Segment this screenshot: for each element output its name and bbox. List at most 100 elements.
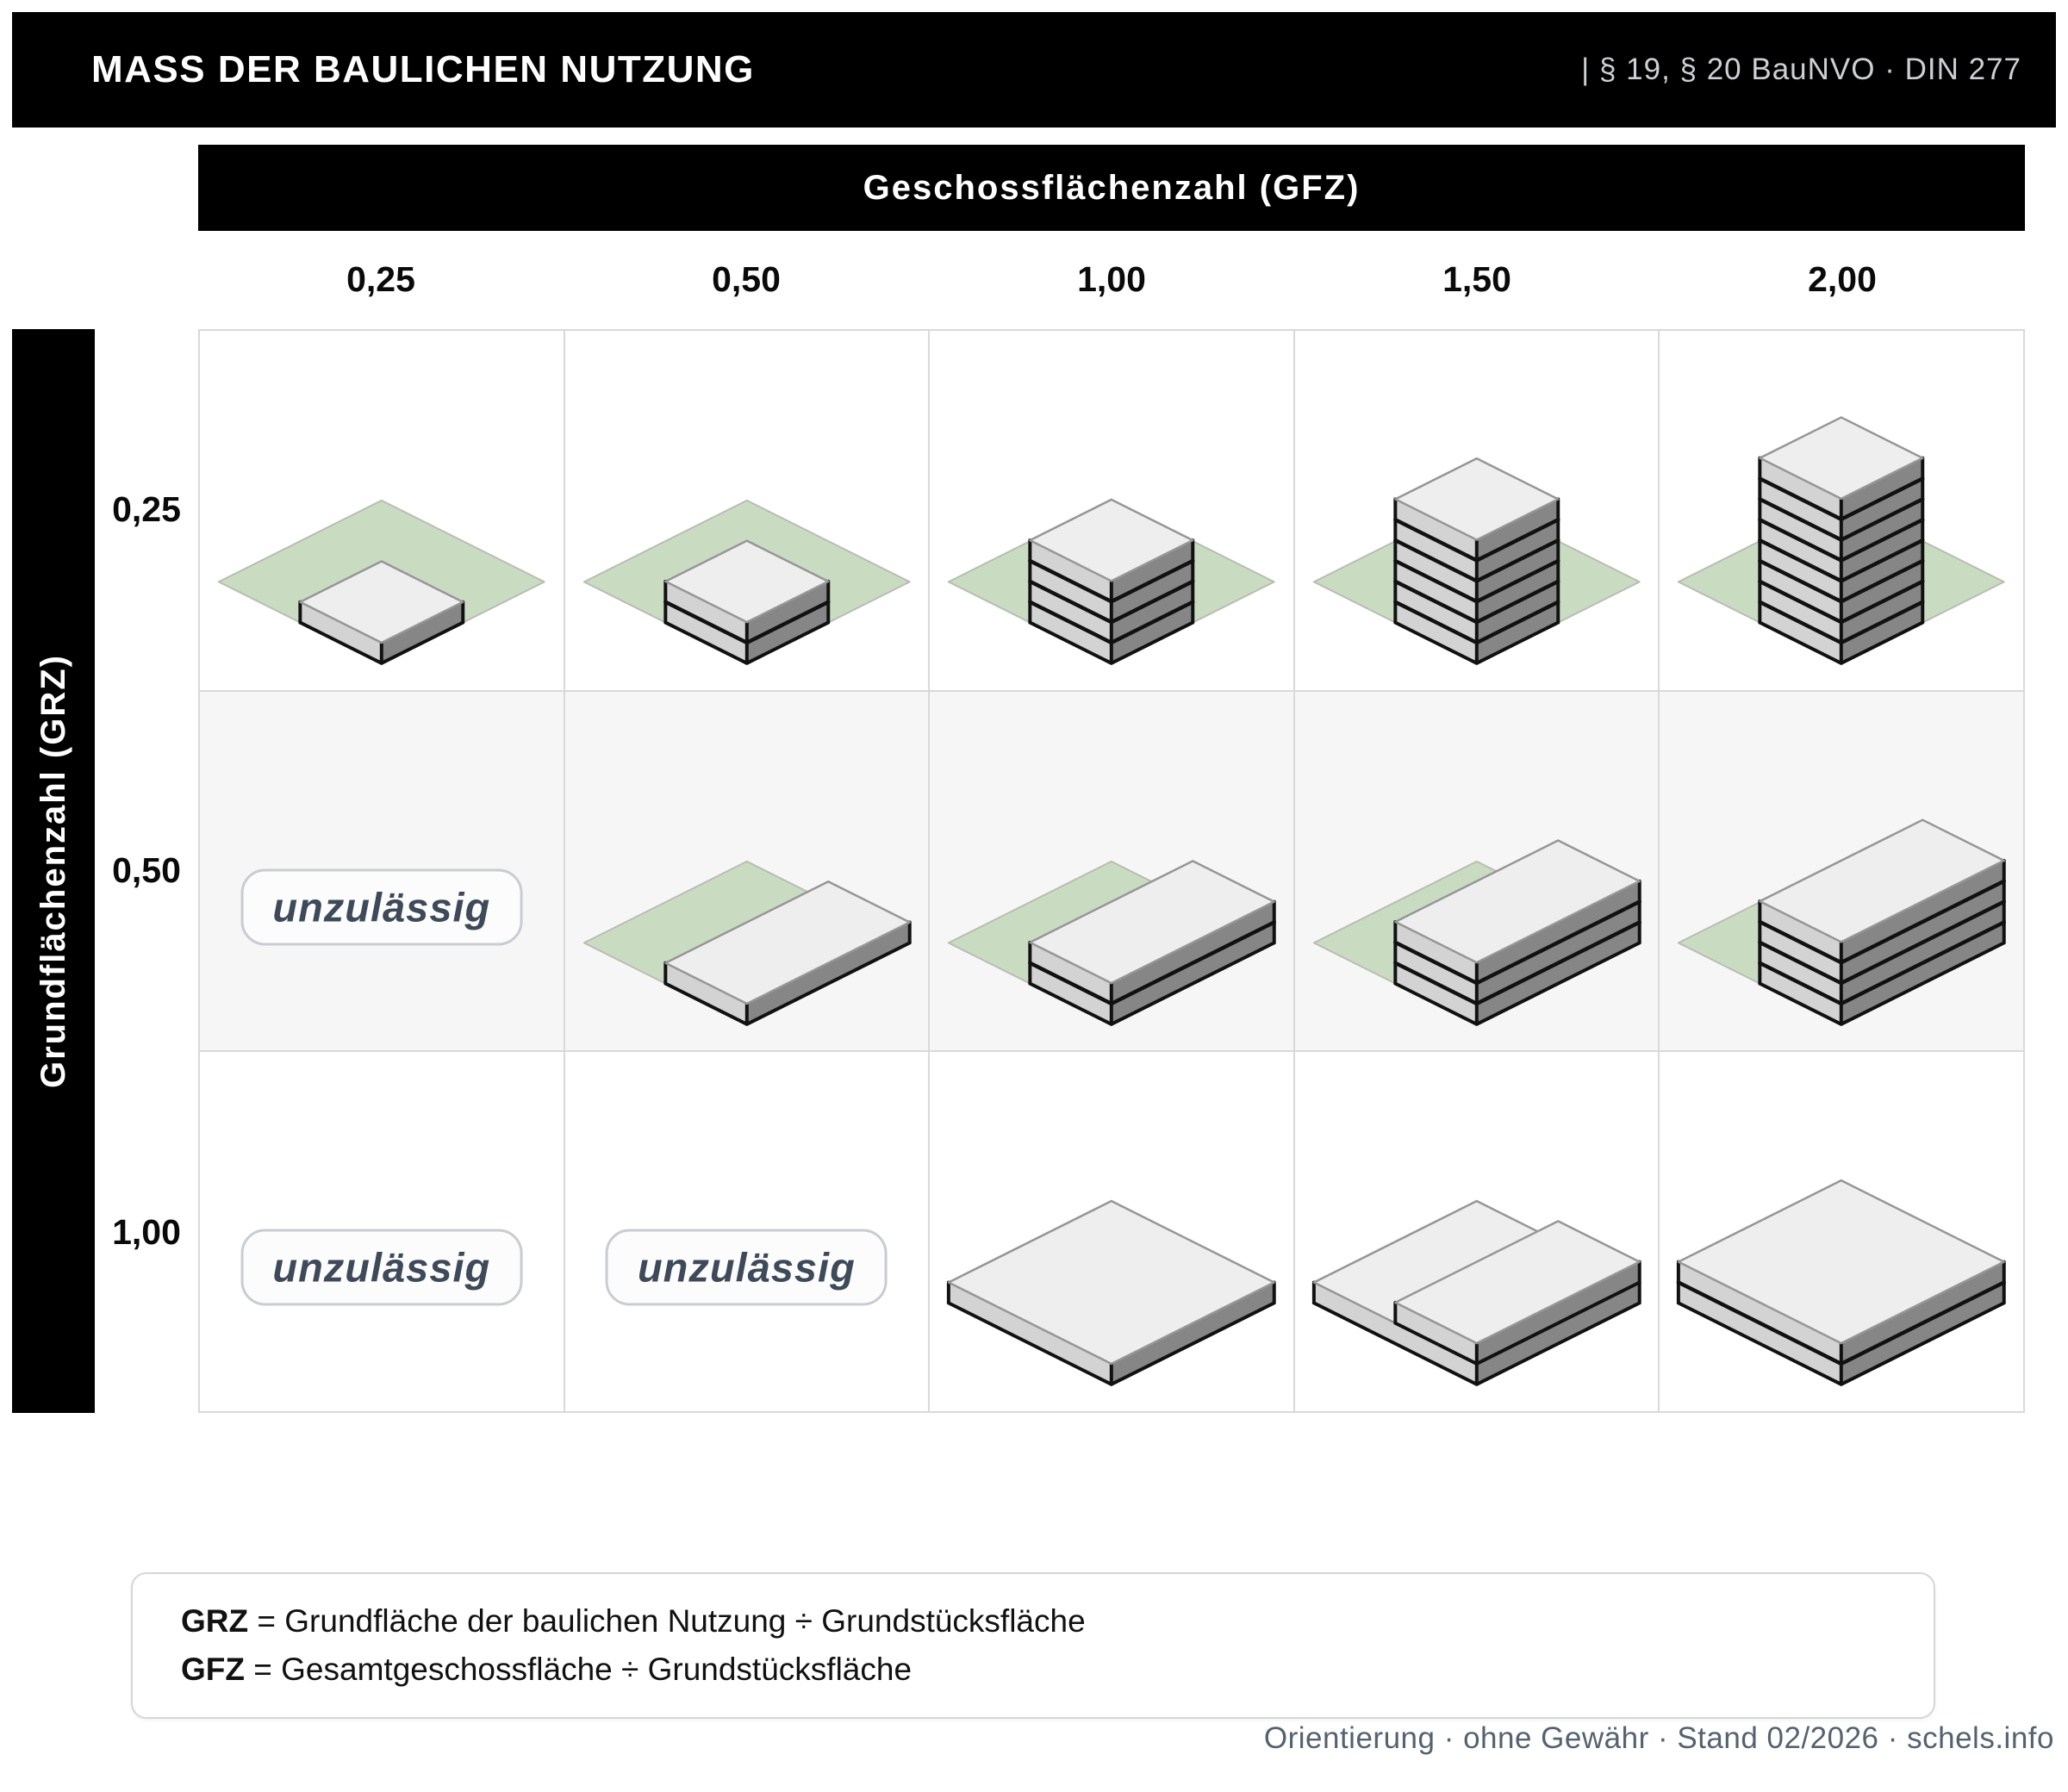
gfz-value-1: 0,50	[712, 258, 781, 299]
building-illustration	[1312, 457, 1641, 665]
cell-grz2-gfz2	[930, 1052, 1293, 1411]
building-illustration	[1678, 818, 2007, 1026]
gfz-value-2: 1,00	[1077, 258, 1146, 299]
legend-box: GRZ = Grundfläche der baulichen Nutzung …	[131, 1572, 1935, 1719]
building-outline	[1393, 879, 1641, 1026]
floor-divider	[1758, 600, 1925, 645]
floor-divider	[1758, 518, 1925, 563]
gfz-value-4: 2,00	[1808, 258, 1877, 299]
building-outline	[298, 600, 465, 665]
building-illustration	[1677, 1179, 2007, 1387]
floor-divider	[1758, 919, 2007, 1005]
building-roof	[1393, 457, 1560, 541]
gfz-value-0: 0,25	[346, 258, 415, 299]
building-outline	[947, 1280, 1276, 1387]
legal-reference: | § 19, § 20 BauNVO · DIN 277	[1581, 53, 2021, 86]
building-illustration	[1678, 416, 2006, 665]
building-outline	[1311, 1280, 1641, 1387]
building-roof	[1759, 416, 1924, 501]
building-illustration	[947, 1200, 1276, 1387]
cell-grz2-gfz0: unzulässig	[200, 1052, 564, 1411]
floor-divider	[1028, 919, 1277, 1005]
legend-line-0: GRZ = Grundfläche der baulichen Nutzung …	[181, 1603, 1934, 1640]
floor-divider	[1758, 579, 1925, 625]
forbidden-label: unzulässig	[272, 884, 491, 930]
floor-divider	[1677, 1280, 2007, 1366]
cell-grz1-gfz4	[1660, 691, 2023, 1051]
building-roof	[299, 560, 464, 644]
cell-grz0-gfz4	[1660, 331, 2023, 690]
building-right-face	[381, 601, 464, 663]
floor-divider	[1758, 497, 1925, 542]
floor-divider	[1392, 558, 1560, 604]
building-illustration	[582, 860, 912, 1026]
building-left-face	[1395, 1303, 1477, 1365]
forbidden-label: unzulässig	[637, 1244, 856, 1291]
forbidden-badge: unzulässig	[240, 868, 523, 946]
grz-axis-label: Grundflächenzahl (GRZ)	[34, 654, 72, 1088]
floor-divider	[1392, 579, 1560, 625]
cell-grz0-gfz0	[200, 331, 564, 690]
legend-line-1: GFZ = Gesamtgeschossfläche ÷ Grundstücks…	[181, 1652, 1934, 1688]
forbidden-label: unzulässig	[272, 1244, 491, 1291]
floor-divider	[1758, 879, 2007, 965]
building-illustration	[217, 499, 545, 665]
building-right-face	[1476, 1261, 1640, 1365]
building-roof	[1759, 818, 2006, 943]
cell-grz0-gfz2	[930, 331, 1293, 690]
cell-grz2-gfz1: unzulässig	[564, 1052, 929, 1411]
building-outline	[663, 920, 912, 1026]
floor-divider	[1392, 538, 1560, 583]
building-roof	[1393, 838, 1641, 964]
grz-value-0: 0,25	[112, 489, 181, 530]
cell-grz1-gfz3	[1294, 691, 1659, 1051]
cell-grz0-gfz1	[564, 331, 929, 690]
legend-definition: = Grundfläche der baulichen Nutzung ÷ Gr…	[248, 1603, 1086, 1639]
building-left-face	[1313, 1282, 1477, 1385]
gfz-value-3: 1,50	[1442, 258, 1511, 299]
cell-grz0-gfz3	[1294, 331, 1659, 690]
building-roof	[1029, 859, 1276, 984]
cell-grz2-gfz3	[1294, 1052, 1659, 1411]
cell-grz1-gfz1	[564, 691, 929, 1051]
grz-value-2: 1,00	[112, 1211, 181, 1252]
building-illustration	[1311, 1200, 1641, 1387]
gfz-value-row: 0,25 0,50 1,00 1,50 2,00	[198, 233, 2025, 326]
floor-divider	[663, 600, 831, 645]
forbidden-badge: unzulässig	[240, 1229, 523, 1306]
building-illustration	[582, 499, 911, 665]
building-roof	[947, 1200, 1276, 1366]
building-outline	[1393, 1260, 1641, 1366]
floor-divider	[1758, 476, 1925, 522]
footer-note: Orientierung · ohne Gewähr · Stand 02/20…	[1263, 1721, 2054, 1755]
building-illustration	[1312, 838, 1641, 1026]
page-title: MASS DER BAULICHEN NUTZUNG	[91, 48, 755, 90]
building-illustration	[948, 859, 1277, 1026]
floor-divider	[1028, 600, 1195, 645]
grz-value-column: 0,25 0,50 1,00	[95, 329, 198, 1413]
building-roof	[1393, 1220, 1641, 1345]
cell-grz1-gfz2	[930, 691, 1293, 1051]
grz-axis-header: Grundflächenzahl (GRZ)	[12, 329, 95, 1413]
floor-divider	[1028, 579, 1195, 625]
building-right-face	[746, 922, 910, 1024]
building-left-face	[664, 962, 747, 1024]
building-right-face	[1111, 1282, 1274, 1385]
building-right-face	[1476, 880, 1640, 1024]
cell-grz2-gfz4	[1660, 1052, 2023, 1411]
grz-value-1: 0,50	[112, 850, 181, 891]
building-right-face	[1476, 1282, 1640, 1385]
floor-divider	[1392, 919, 1641, 1005]
cell-grz1-gfz0: unzulässig	[200, 691, 564, 1051]
building-left-face	[1395, 921, 1477, 1024]
title-bar: MASS DER BAULICHEN NUTZUNG | § 19, § 20 …	[12, 12, 2056, 128]
forbidden-badge: unzulässig	[605, 1229, 888, 1306]
floor-divider	[1392, 899, 1641, 985]
building-roof	[663, 880, 911, 1005]
floor-divider	[1392, 518, 1560, 563]
gfz-axis-header: Geschossflächenzahl (GFZ)	[198, 145, 2025, 231]
legend-definition: = Gesamtgeschossfläche ÷ Grundstücksfläc…	[244, 1652, 913, 1687]
building-roof	[663, 539, 830, 624]
legend-abbr: GFZ	[181, 1652, 245, 1687]
